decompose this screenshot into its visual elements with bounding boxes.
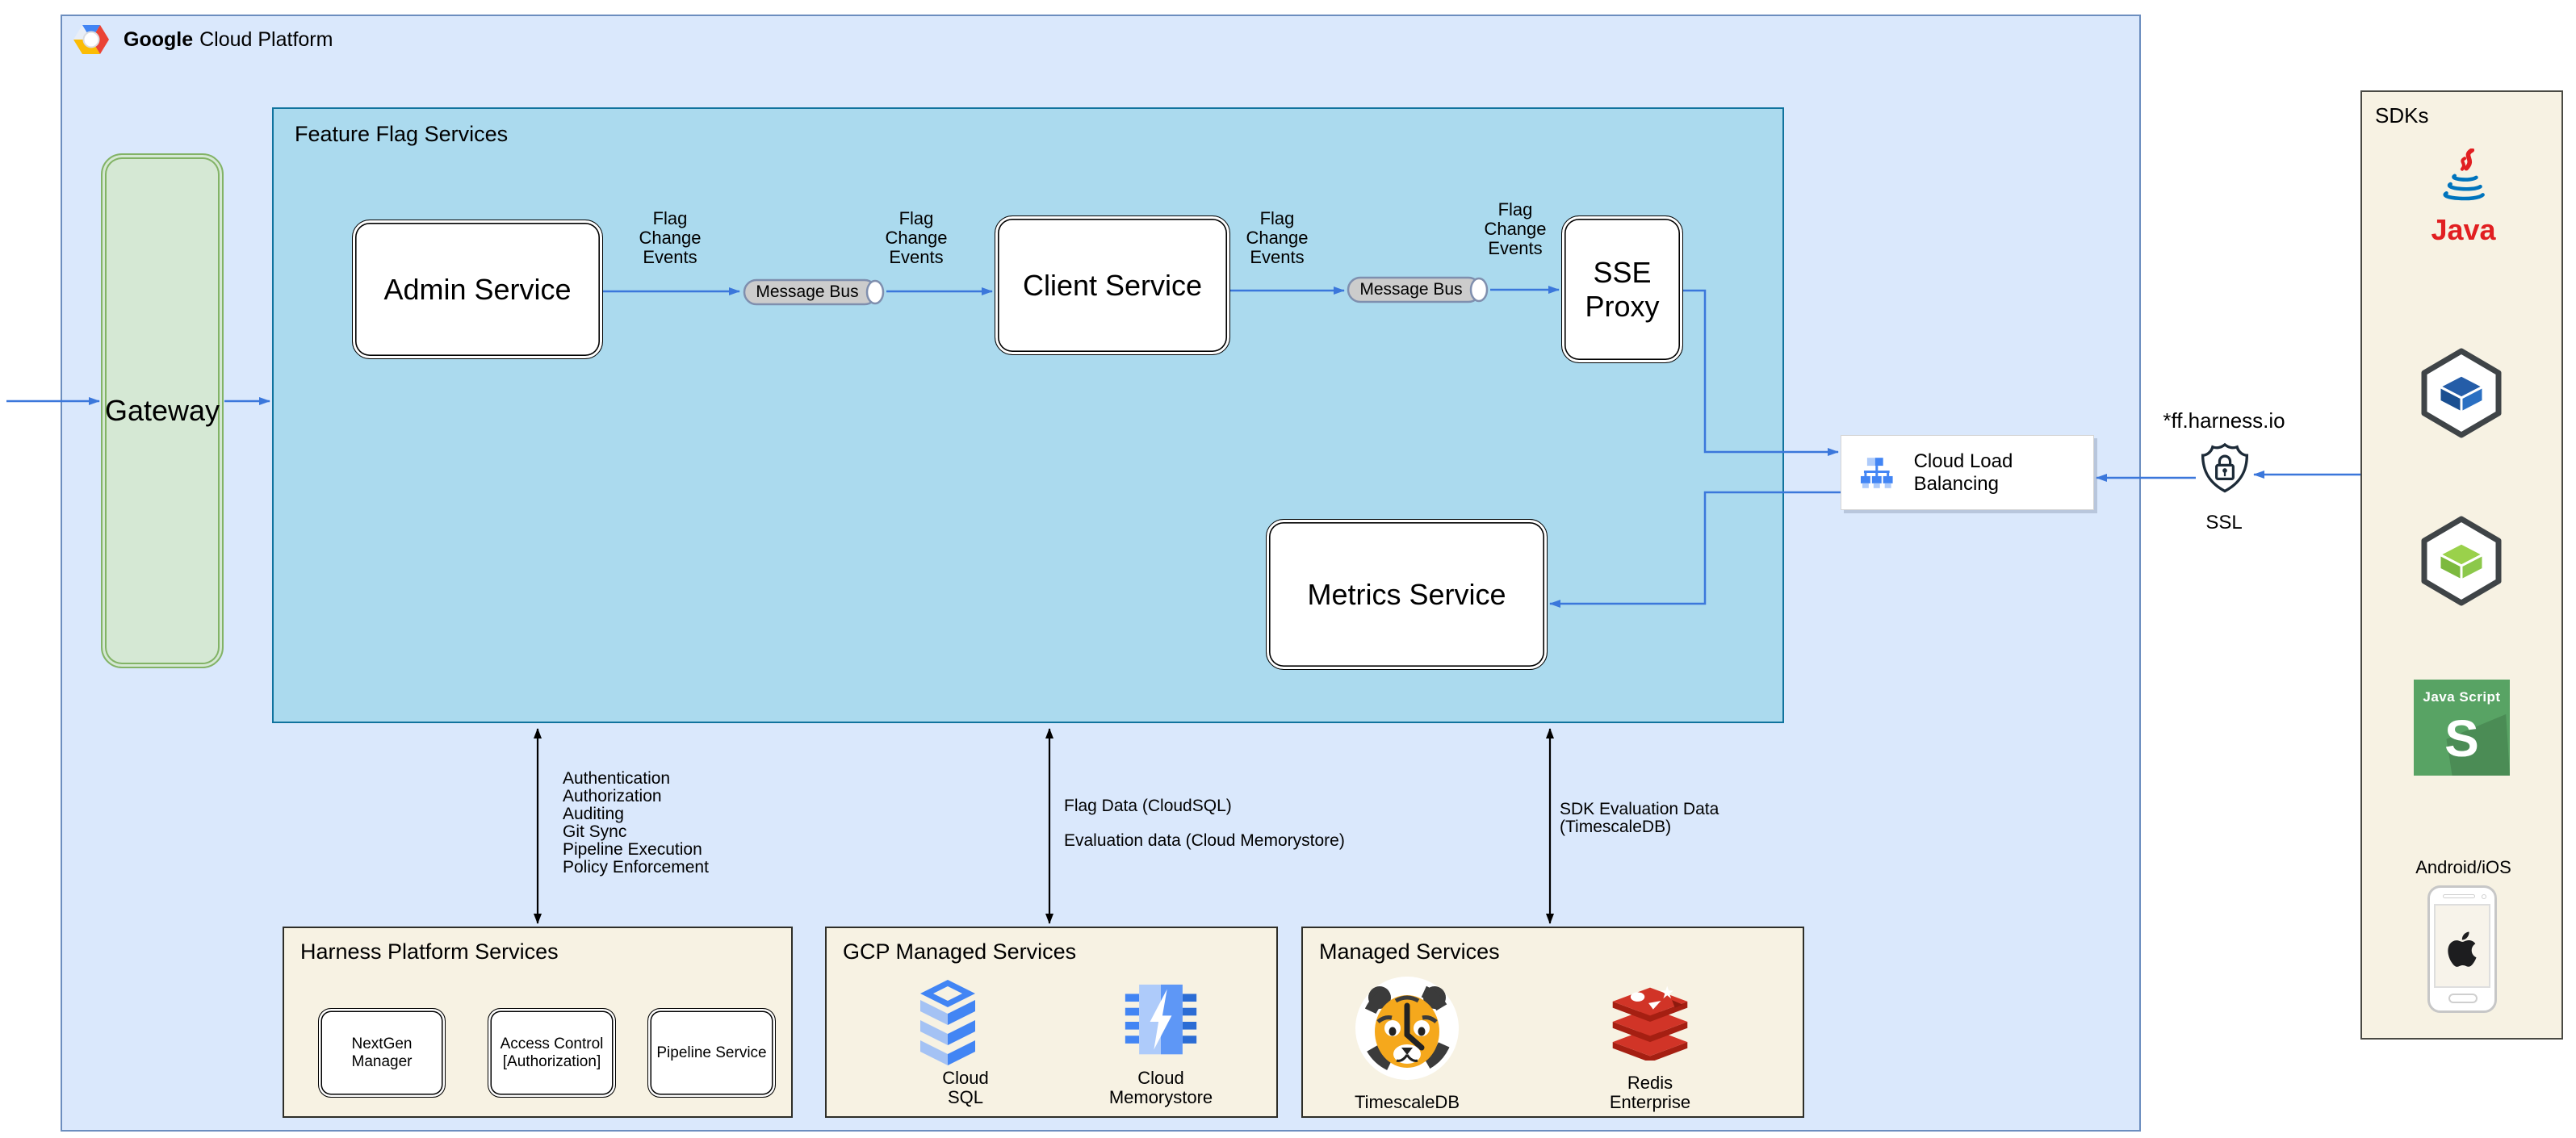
javascript-logo-icon: Java Script S	[2414, 680, 2510, 776]
metrics-service-node: Metrics Service	[1266, 519, 1548, 670]
message-bus-1: Message Bus	[743, 278, 886, 306]
pipeline-service-node: Pipeline Service	[647, 1008, 776, 1098]
redis-icon	[1612, 985, 1688, 1061]
harness-platform-services-title: Harness Platform Services	[300, 939, 559, 964]
admin-service-node: Admin Service	[352, 220, 603, 359]
sse-proxy-label: SSE Proxy	[1585, 255, 1660, 323]
ssl-shield-icon	[2201, 442, 2249, 493]
ssl-domain-label: *ff.harness.io	[2163, 408, 2285, 433]
javascript-logo-s: S	[2444, 709, 2479, 768]
flag-data-annotation: Flag Data (CloudSQL)	[1064, 797, 1232, 815]
cloud-memorystore-label: Cloud Memorystore	[1108, 1068, 1213, 1107]
java-label: Java	[2431, 213, 2496, 246]
sdk-eval-annotation: SDK Evaluation Data (TimescaleDB)	[1560, 800, 1719, 836]
managed-services-panel: Managed Services TimescaleDB	[1301, 927, 1804, 1118]
sdks-panel: SDKs Java .NET Node Java	[2360, 90, 2563, 1040]
gateway-node: Gateway	[101, 153, 224, 668]
gcp-brand-bold: Google	[124, 27, 194, 51]
gcp-managed-services-panel: GCP Managed Services Cloud SQL Cloud Me	[825, 927, 1278, 1118]
client-service-label: Client Service	[1022, 268, 1203, 302]
java-logo-icon	[2443, 149, 2485, 201]
nextgen-manager-node: NextGen Manager	[318, 1008, 446, 1098]
javascript-logo-text: Java Script	[2423, 689, 2501, 705]
flag-change-events-label-1: Flag Change Events	[639, 208, 702, 267]
eval-data-annotation: Evaluation data (Cloud Memorystore)	[1064, 831, 1345, 850]
message-bus-cylinder-icon	[743, 278, 885, 306]
gcp-managed-services-title: GCP Managed Services	[843, 939, 1077, 964]
node-package-icon	[2421, 516, 2502, 606]
timescaledb-label: TimescaleDB	[1355, 1092, 1460, 1112]
sdks-title: SDKs	[2375, 103, 2429, 128]
feature-flag-services-title: Feature Flag Services	[295, 122, 509, 146]
dotnet-package-icon	[2421, 348, 2502, 438]
cloud-load-balancing-icon	[1860, 457, 1893, 488]
cloud-load-balancing-label: Cloud Load Balancing	[1913, 450, 2013, 495]
admin-service-label: Admin Service	[383, 272, 572, 306]
timescaledb-icon	[1355, 977, 1459, 1080]
cloud-memorystore-icon	[1125, 984, 1197, 1055]
cloud-sql-label: Cloud SQL	[942, 1068, 989, 1107]
message-bus-2: Message Bus	[1347, 276, 1490, 303]
platform-link-annotation: Authentication Authorization Auditing Gi…	[563, 769, 709, 877]
access-control-node: Access Control [Authorization]	[488, 1008, 616, 1098]
managed-services-title: Managed Services	[1319, 939, 1500, 964]
message-bus-2-label: Message Bus	[1359, 280, 1463, 299]
phone-camera-dot	[2482, 894, 2486, 899]
ssl-label: SSL	[2205, 512, 2243, 533]
harness-platform-services-panel: Harness Platform Services NextGen Manage…	[283, 927, 793, 1118]
flag-change-events-label-3: Flag Change Events	[1246, 208, 1309, 267]
cloud-load-balancing-node: Cloud Load Balancing	[1841, 435, 2094, 510]
redis-enterprise-label: Redis Enterprise	[1609, 1073, 1691, 1112]
pipeline-service-label: Pipeline Service	[656, 1044, 767, 1061]
flag-change-events-label-2: Flag Change Events	[885, 208, 948, 267]
metrics-service-label: Metrics Service	[1307, 577, 1506, 611]
flag-change-events-label-4: Flag Change Events	[1484, 199, 1547, 258]
mobile-label: Android/iOS	[2415, 857, 2511, 877]
message-bus-cylinder-icon	[1347, 276, 1489, 303]
gcp-brand: Google Cloud Platform	[124, 24, 333, 55]
phone-screen	[2434, 904, 2490, 988]
message-bus-1-label: Message Bus	[756, 282, 859, 301]
mobile-phone-icon	[2427, 885, 2497, 1013]
gcp-brand-rest: Cloud Platform	[199, 27, 333, 51]
nextgen-manager-label: NextGen Manager	[351, 1035, 413, 1070]
client-service-node: Client Service	[995, 215, 1230, 355]
apple-logo-icon	[2448, 931, 2477, 967]
access-control-label: Access Control [Authorization]	[500, 1035, 604, 1070]
phone-speaker	[2443, 894, 2475, 898]
cloud-sql-icon	[920, 980, 975, 1065]
phone-home-button	[2448, 994, 2478, 1003]
gcp-logo-icon	[73, 25, 109, 54]
sse-proxy-node: SSE Proxy	[1561, 215, 1683, 363]
gateway-label: Gateway	[104, 394, 220, 427]
